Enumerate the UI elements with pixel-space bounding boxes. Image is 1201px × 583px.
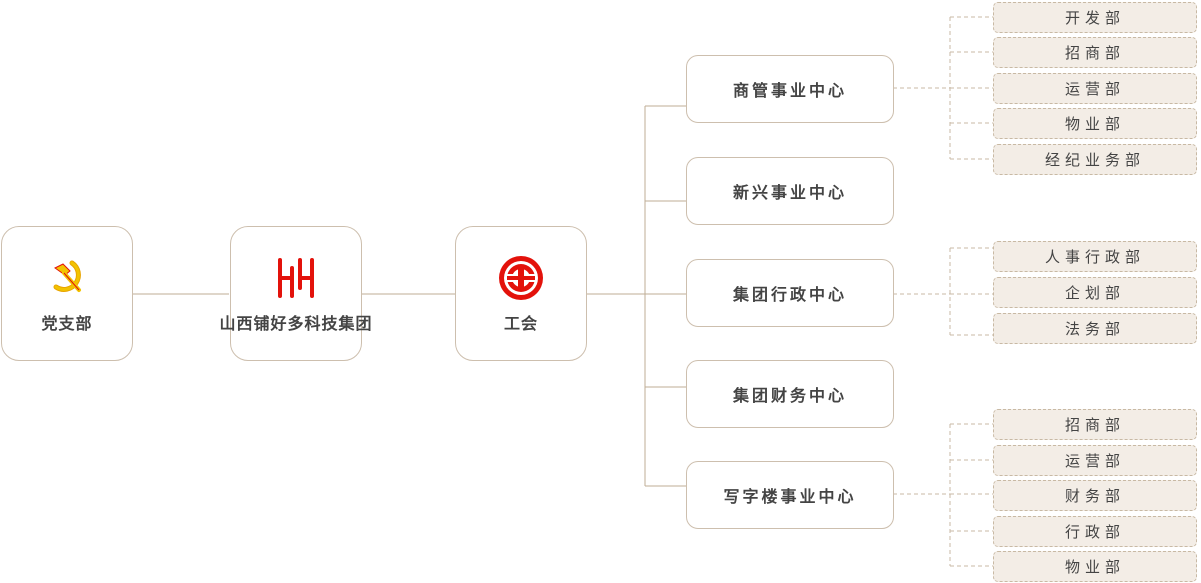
department-box: 招商部 [993, 37, 1197, 68]
trade-union-node: 工会 [455, 226, 587, 361]
center-node: 商管事业中心 [686, 55, 894, 123]
trade-union-emblem-icon [499, 255, 543, 300]
department-box: 财务部 [993, 480, 1197, 511]
department-box: 开发部 [993, 2, 1197, 33]
department-box: 法务部 [993, 313, 1197, 344]
department-box: 物业部 [993, 551, 1197, 582]
center-node: 集团财务中心 [686, 360, 894, 428]
party-branch-node: 党支部 [1, 226, 133, 361]
node-label: 山西铺好多科技集团 [219, 313, 373, 333]
center-node: 新兴事业中心 [686, 157, 894, 225]
node-label: 工会 [503, 313, 538, 333]
hh-logo-icon [278, 257, 314, 298]
department-box: 行政部 [993, 516, 1197, 547]
department-box: 运营部 [993, 445, 1197, 476]
center-node: 写字楼事业中心 [686, 461, 894, 529]
department-box: 物业部 [993, 108, 1197, 139]
department-box: 招商部 [993, 409, 1197, 440]
node-label: 党支部 [41, 313, 93, 333]
department-box: 经纪业务部 [993, 144, 1197, 175]
group-company-node: 山西铺好多科技集团 [220, 226, 372, 361]
center-node: 集团行政中心 [686, 259, 894, 327]
department-box: 人事行政部 [993, 241, 1197, 272]
party-emblem-icon [47, 257, 87, 298]
department-box: 运营部 [993, 73, 1197, 104]
department-box: 企划部 [993, 277, 1197, 308]
